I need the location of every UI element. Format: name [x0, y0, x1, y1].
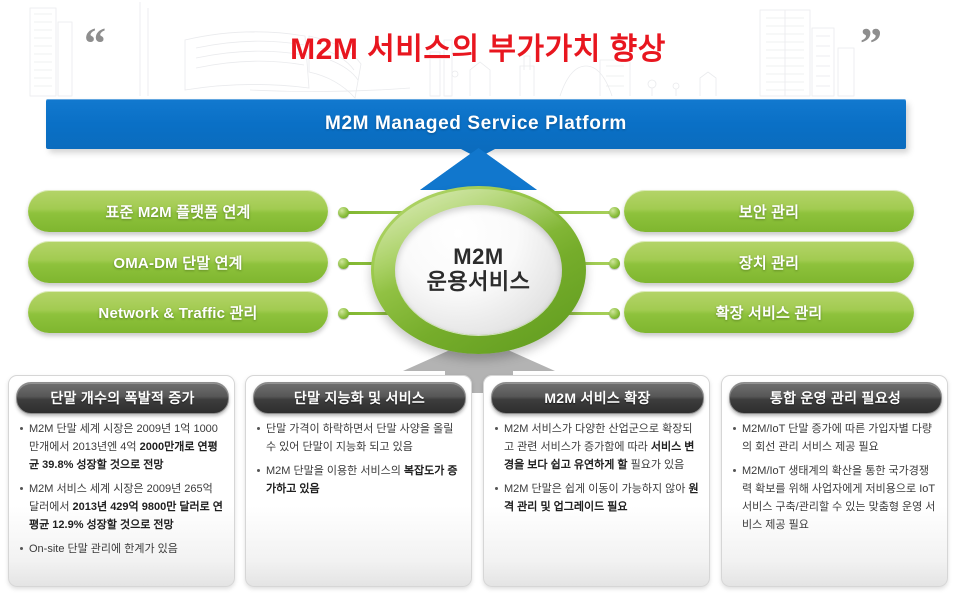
info-card-bullet: M2M/IoT 단말 증가에 따른 가입자별 다량의 회선 관리 서비스 제공 … — [731, 420, 938, 456]
info-card-bullet: M2M 서비스가 다양한 산업군으로 확장되고 관련 서비스가 증가함에 따라 … — [493, 420, 700, 474]
pill-right-1-label: 보안 관리 — [738, 203, 800, 221]
pill-left-2-label: OMA-DM 단말 연계 — [113, 254, 243, 272]
info-card-2-header-label: 단말 지능화 및 서비스 — [293, 390, 426, 406]
info-card-bullet: M2M 단말은 쉽게 이동이 가능하지 않아 원격 관리 및 업그레이드 필요 — [493, 480, 700, 516]
info-card-bullet: M2M 단말 세계 시장은 2009년 1억 1000만개에서 2013년엔 4… — [18, 420, 225, 474]
connector-dot-right-1 — [609, 207, 620, 218]
info-card-3-header-label: M2M 서비스 확장 — [544, 390, 651, 406]
connector-line-left-1 — [343, 211, 439, 214]
pill-right-2[interactable]: 장치 관리 — [624, 241, 914, 283]
hub-circle: M2M 운용서비스 — [371, 186, 586, 354]
hub-label-line1: M2M — [453, 244, 504, 270]
info-card-bullet: M2M/IoT 생태계의 확산을 통한 국가경쟁력 확보를 위해 사업자에게 저… — [731, 462, 938, 534]
quote-open-icon: “ — [84, 19, 106, 68]
gray-up-arrow-icon — [403, 337, 555, 393]
page-title: M2M 서비스의 부가가치 향상 — [290, 33, 666, 66]
info-card-3-body: M2M 서비스가 다양한 산업군으로 확장되고 관련 서비스가 증가함에 따라 … — [493, 420, 700, 522]
info-card-1-header: 단말 개수의 폭발적 증가 — [16, 382, 229, 414]
info-card-3: M2M 서비스 확장 M2M 서비스가 다양한 산업군으로 확장되고 관련 서비… — [483, 375, 710, 587]
info-card-bullet: On-site 단말 관리에 한계가 있음 — [18, 540, 225, 558]
connector-dot-left-2 — [338, 258, 349, 269]
connector-dot-left-3 — [338, 308, 349, 319]
blue-up-arrow-icon — [420, 148, 537, 214]
platform-bar: M2M Managed Service Platform — [46, 99, 906, 149]
connector-dot-left-1 — [338, 207, 349, 218]
hub-label-line2: 운용서비스 — [426, 269, 531, 295]
info-card-bullet: M2M 단말을 이용한 서비스의 복잡도가 증가하고 있음 — [255, 462, 462, 498]
pill-right-3[interactable]: 확장 서비스 관리 — [624, 291, 914, 333]
info-card-2-header: 단말 지능화 및 서비스 — [253, 382, 466, 414]
pill-left-3[interactable]: Network & Traffic 관리 — [28, 291, 328, 333]
info-card-4-header: 통합 운영 관리 필요성 — [729, 382, 942, 414]
info-card-1: 단말 개수의 폭발적 증가 M2M 단말 세계 시장은 2009년 1억 100… — [8, 375, 235, 587]
info-card-bullet: 단말 가격이 하락하면서 단말 사양을 올릴 수 있어 단말이 지능화 되고 있… — [255, 420, 462, 456]
pill-right-3-label: 확장 서비스 관리 — [715, 304, 823, 322]
pill-left-1-label: 표준 M2M 플랫폼 연계 — [105, 203, 251, 221]
info-card-1-header-label: 단말 개수의 폭발적 증가 — [50, 390, 195, 406]
info-card-1-body: M2M 단말 세계 시장은 2009년 1억 1000만개에서 2013년엔 4… — [18, 420, 225, 564]
pill-left-2[interactable]: OMA-DM 단말 연계 — [28, 241, 328, 283]
info-card-2-body: 단말 가격이 하락하면서 단말 사양을 올릴 수 있어 단말이 지능화 되고 있… — [255, 420, 462, 504]
pill-left-3-label: Network & Traffic 관리 — [98, 304, 258, 322]
connector-dot-right-3 — [609, 308, 620, 319]
hub-inner-disc: M2M 운용서비스 — [395, 205, 562, 335]
quote-close-icon: ” — [860, 19, 882, 68]
connector-dot-right-2 — [609, 258, 620, 269]
info-card-4-body: M2M/IoT 단말 증가에 따른 가입자별 다량의 회선 관리 서비스 제공 … — [731, 420, 938, 540]
info-card-bullet: M2M 서비스 세계 시장은 2009년 265억 달러에서 2013년 429… — [18, 480, 225, 534]
info-card-4-header-label: 통합 운영 관리 필요성 — [769, 390, 902, 406]
pill-left-1[interactable]: 표준 M2M 플랫폼 연계 — [28, 190, 328, 232]
pill-right-2-label: 장치 관리 — [738, 254, 800, 272]
platform-bar-label: M2M Managed Service Platform — [325, 113, 627, 134]
info-card-4: 통합 운영 관리 필요성 M2M/IoT 단말 증가에 따른 가입자별 다량의 … — [721, 375, 948, 587]
pill-right-1[interactable]: 보안 관리 — [624, 190, 914, 232]
info-card-3-header: M2M 서비스 확장 — [491, 382, 704, 414]
info-card-2: 단말 지능화 및 서비스 단말 가격이 하락하면서 단말 사양을 올릴 수 있어… — [245, 375, 472, 587]
connector-line-right-1 — [518, 211, 614, 214]
